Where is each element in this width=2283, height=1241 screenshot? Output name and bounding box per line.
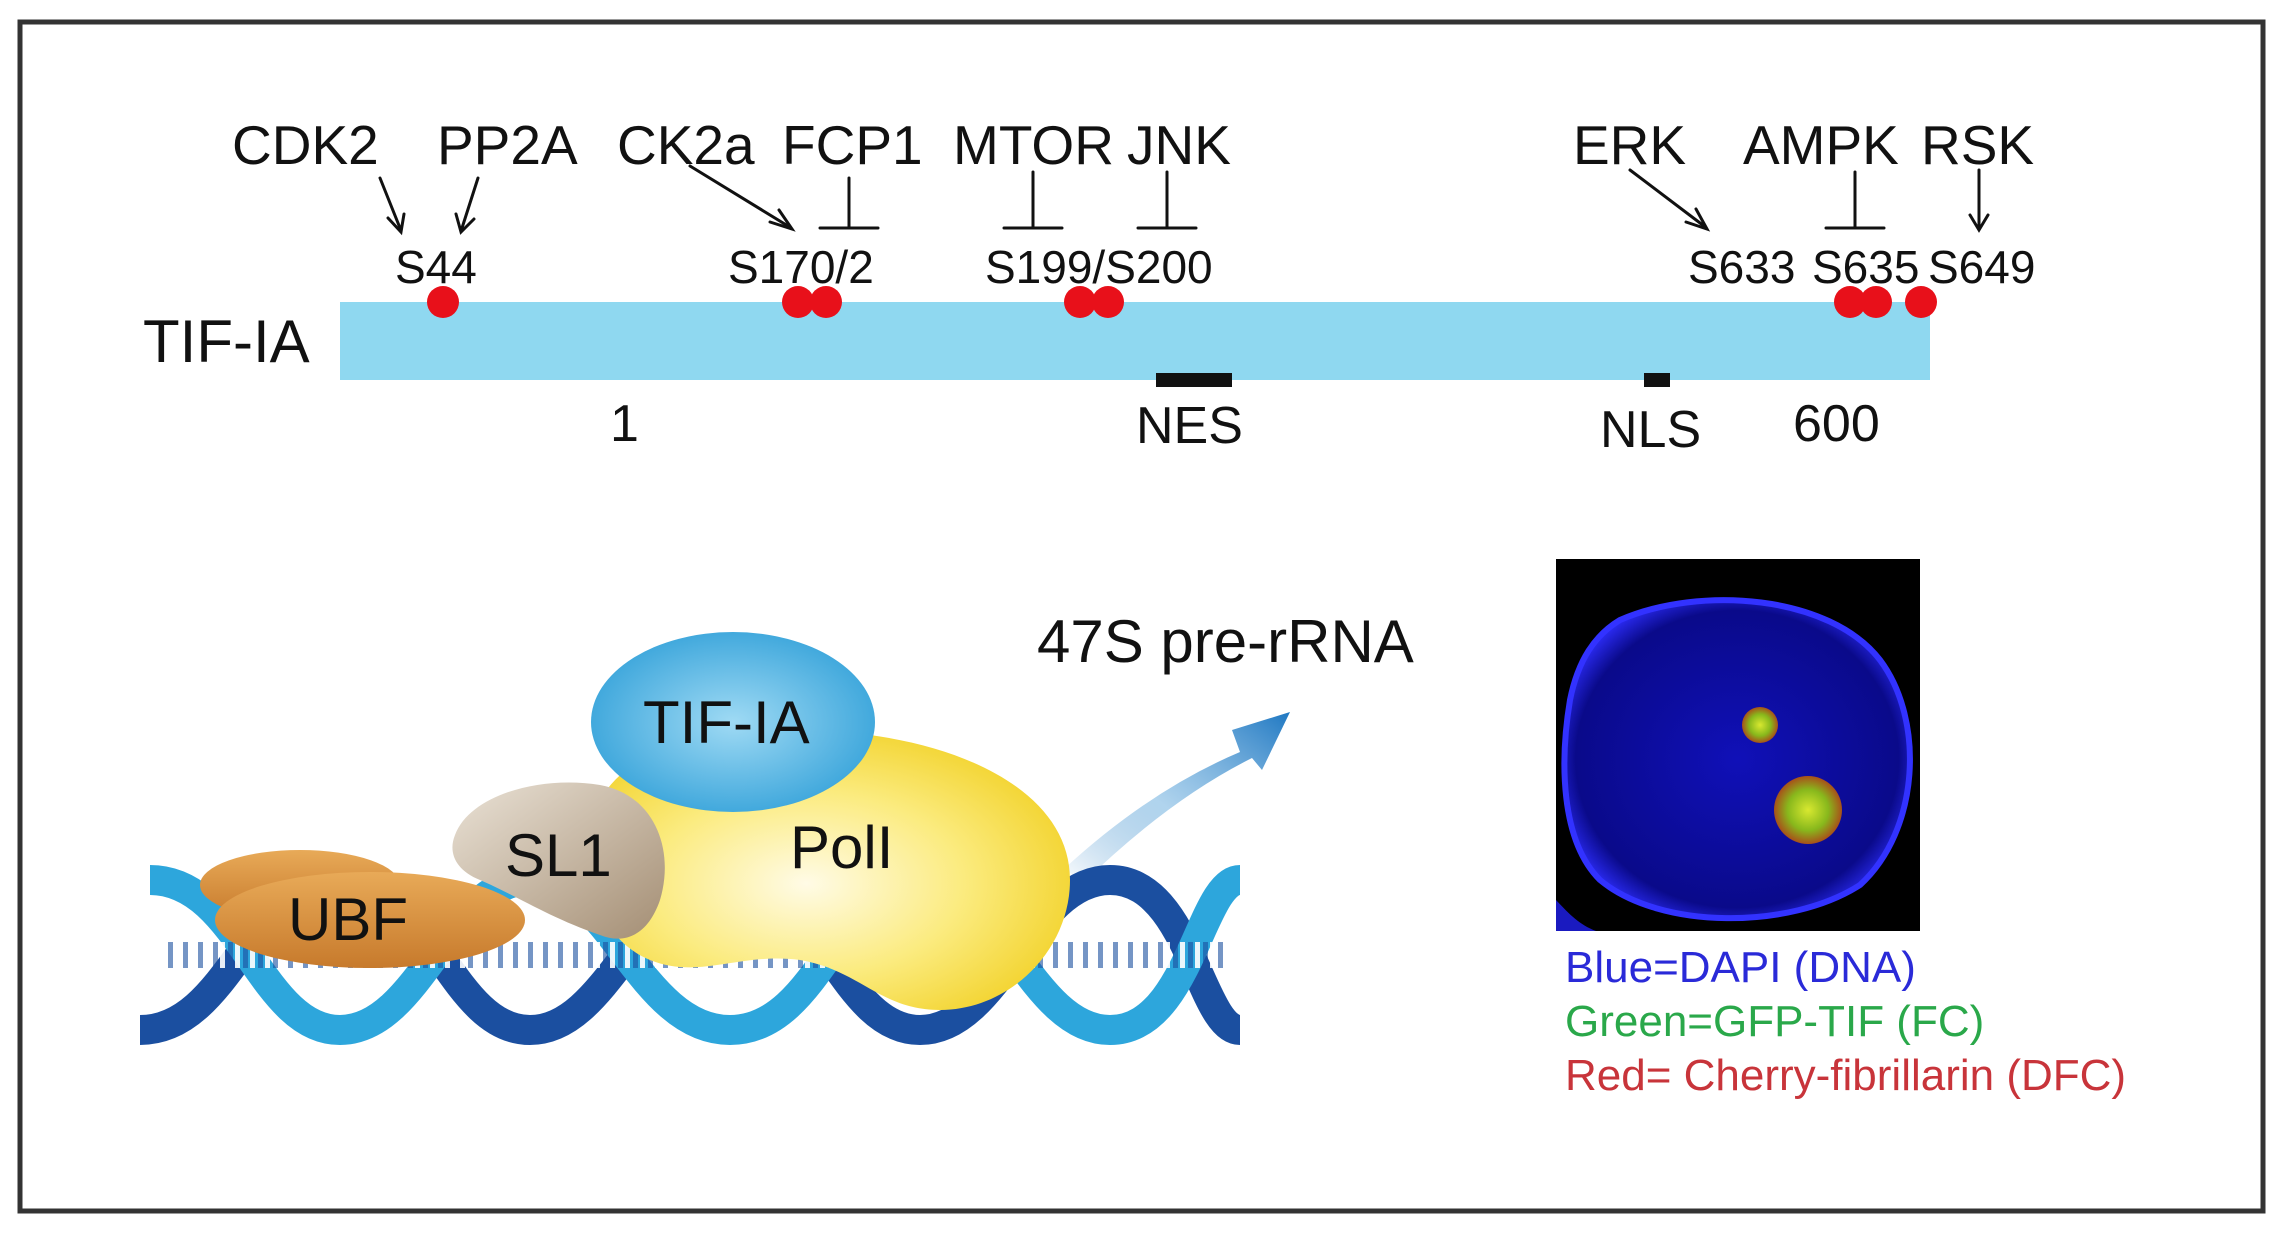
legend-blue: Blue=DAPI (DNA) bbox=[1565, 943, 1916, 992]
site-label-s633: S633 bbox=[1688, 241, 1796, 293]
pol-i-label: PolI bbox=[790, 814, 894, 881]
site-dot-s44 bbox=[427, 286, 459, 318]
nls-label: NLS bbox=[1600, 401, 1702, 459]
kinase-label-ck2a: CK2a bbox=[617, 114, 755, 176]
nes-domain-marker bbox=[1156, 373, 1232, 387]
site-dot-s200 bbox=[1092, 286, 1124, 318]
site-dot-s170 bbox=[782, 286, 814, 318]
tif-ia-oval bbox=[591, 632, 875, 812]
nes-label: NES bbox=[1136, 397, 1243, 455]
protein-name-label: TIF-IA bbox=[143, 308, 310, 375]
kinase-label-mtor: MTOR bbox=[953, 114, 1114, 176]
site-dot-s649 bbox=[1905, 286, 1937, 318]
site-label-s44: S44 bbox=[395, 241, 477, 293]
sl1-factor bbox=[452, 782, 665, 939]
kinase-label-fcp1: FCP1 bbox=[782, 114, 923, 176]
position-end-label: 600 bbox=[1793, 395, 1880, 453]
site-label-s635: S635 bbox=[1812, 241, 1920, 293]
site-dot-s633 bbox=[1834, 286, 1866, 318]
kinase-label-pp2a: PP2A bbox=[437, 114, 578, 176]
figure-frame bbox=[17, 19, 2266, 1214]
ck2a-arrow bbox=[688, 164, 790, 228]
product-label: 47S pre-rRNA bbox=[1037, 608, 1414, 675]
legend-red: Red= Cherry-fibrillarin (DFC) bbox=[1565, 1051, 2127, 1100]
tif-ia-protein-bar bbox=[340, 302, 1930, 380]
site-label-s199-s200: S199/S200 bbox=[985, 241, 1213, 293]
position-start-label: 1 bbox=[610, 395, 639, 453]
kinase-label-ampk: AMPK bbox=[1743, 114, 1899, 176]
site-label-s649: S649 bbox=[1928, 241, 2036, 293]
site-dot-s199 bbox=[1064, 286, 1096, 318]
rsk-arrowhead bbox=[1968, 213, 1990, 233]
ck2a-arrowhead bbox=[768, 208, 796, 232]
site-dot-s172 bbox=[810, 286, 842, 318]
erk-arrow bbox=[1628, 168, 1706, 228]
erk-arrowhead bbox=[1684, 207, 1711, 232]
pp2a-arrow bbox=[460, 176, 480, 230]
tif-ia-oval-label: TIF-IA bbox=[643, 689, 810, 756]
kinase-label-erk: ERK bbox=[1573, 114, 1687, 176]
legend-green: Green=GFP-TIF (FC) bbox=[1565, 997, 1985, 1046]
transcription-arrow bbox=[1065, 712, 1290, 884]
sl1-label: SL1 bbox=[505, 822, 612, 889]
kinase-label-rsk: RSK bbox=[1921, 114, 2035, 176]
cdk2-arrow bbox=[378, 176, 402, 230]
site-label-s170-2: S170/2 bbox=[728, 241, 874, 293]
site-dot-s635 bbox=[1860, 286, 1892, 318]
kinase-label-jnk: JNK bbox=[1127, 114, 1231, 176]
ubf-factor bbox=[215, 872, 525, 968]
nls-domain-marker bbox=[1644, 373, 1670, 387]
pp2a-arrowhead bbox=[454, 212, 476, 235]
microscopy-image bbox=[1556, 559, 1920, 931]
cdk2-arrowhead bbox=[386, 212, 406, 236]
kinase-label-cdk2: CDK2 bbox=[232, 114, 379, 176]
ubf-label: UBF bbox=[288, 886, 408, 953]
